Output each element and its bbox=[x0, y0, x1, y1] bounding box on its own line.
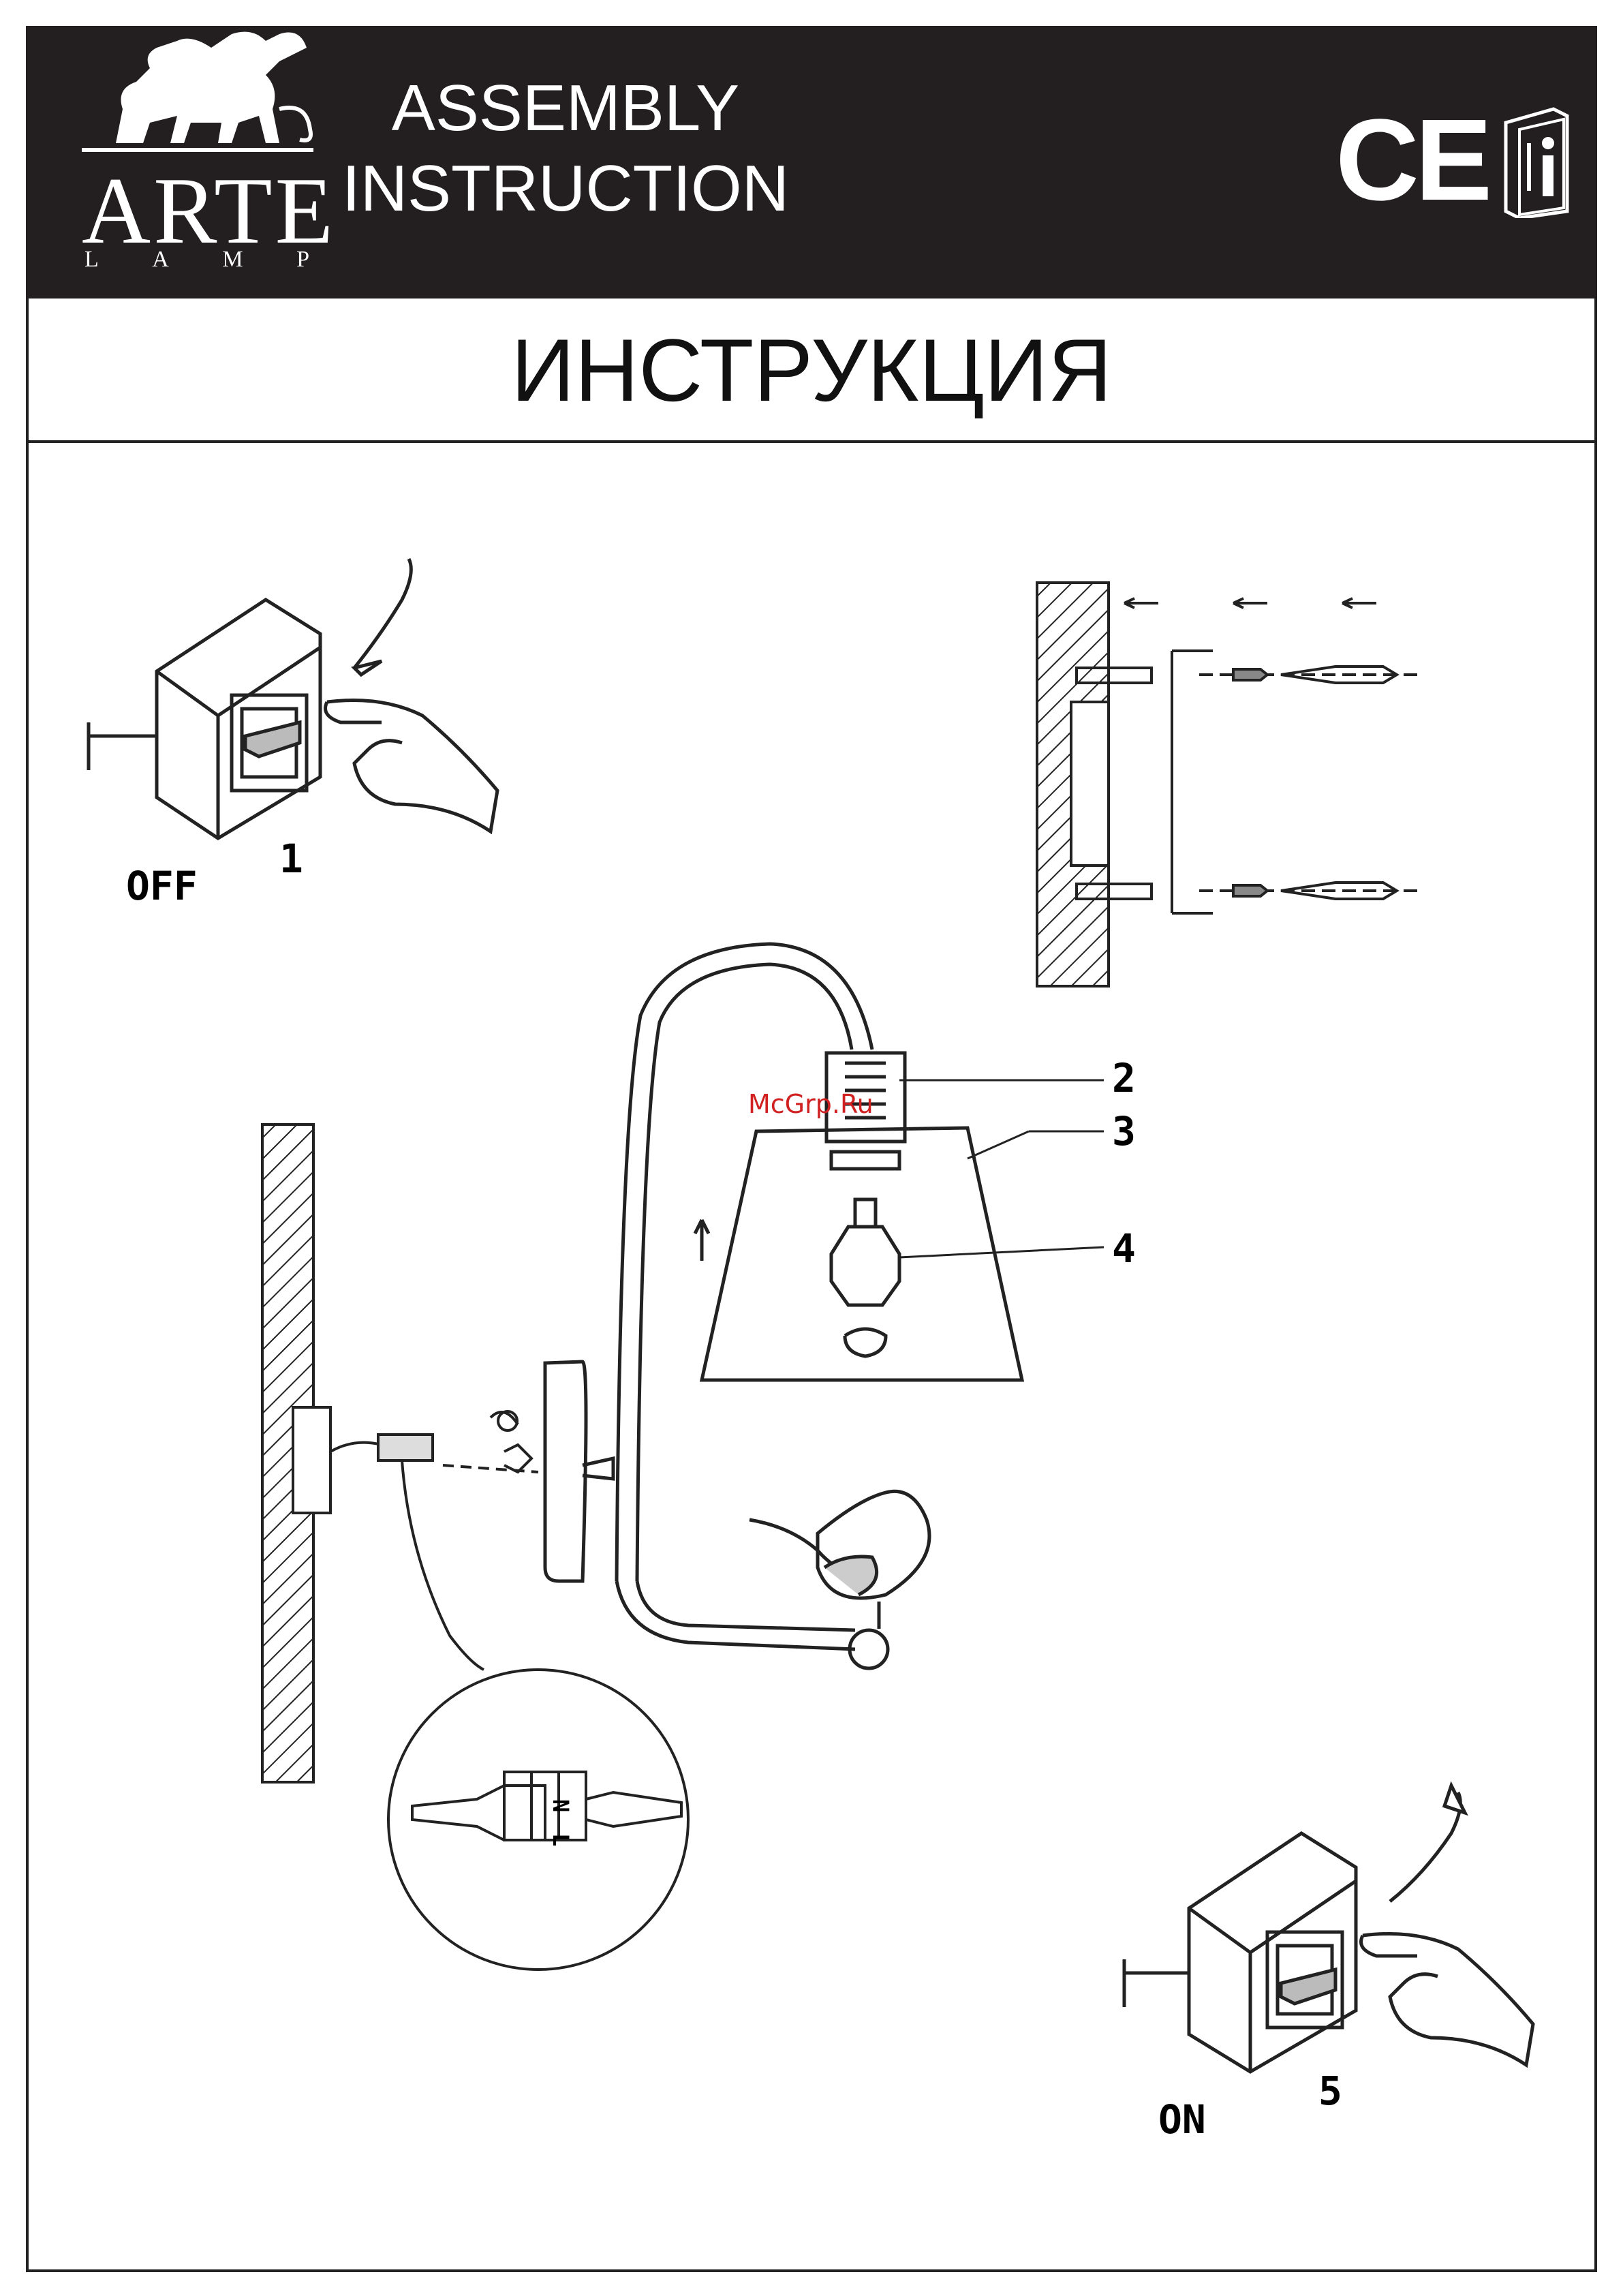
socket-ring bbox=[831, 1152, 899, 1169]
hand-icon bbox=[327, 701, 497, 832]
step1-label: OFF bbox=[126, 863, 198, 909]
connector-detail-circle bbox=[388, 1670, 688, 1970]
switch-off-illustration bbox=[89, 559, 497, 838]
part-number-3: 3 bbox=[1112, 1108, 1136, 1154]
screw-icon bbox=[1233, 669, 1267, 680]
arrow-up-icon bbox=[695, 1220, 709, 1261]
lamp-arm bbox=[617, 944, 872, 1581]
step5-label: ON bbox=[1158, 2096, 1206, 2143]
wall-mount-illustration bbox=[1037, 583, 1424, 986]
step5-number: 5 bbox=[1318, 2068, 1342, 2114]
lamp-illustration bbox=[545, 944, 1104, 1668]
screwdriver-icon bbox=[1281, 667, 1397, 683]
light-bulb-icon bbox=[831, 1227, 899, 1305]
screw-icon bbox=[1233, 885, 1267, 896]
connector-letter-l: L bbox=[548, 1833, 574, 1846]
arrow-down-icon bbox=[354, 559, 411, 668]
terminal-block-icon bbox=[378, 1435, 433, 1460]
watermark: McGrp.Ru bbox=[748, 1089, 874, 1119]
connector-letter-n: N bbox=[548, 1799, 574, 1812]
arm-joint bbox=[850, 1630, 888, 1668]
hand-icon bbox=[1363, 1934, 1533, 2066]
switch-on-illustration bbox=[1124, 1786, 1533, 2072]
step1-number: 1 bbox=[279, 836, 303, 882]
wall-plate bbox=[545, 1362, 586, 1581]
part-number-4: 4 bbox=[1112, 1225, 1136, 1272]
screwdriver-icon bbox=[1281, 883, 1397, 899]
part-number-2: 2 bbox=[1112, 1055, 1136, 1101]
